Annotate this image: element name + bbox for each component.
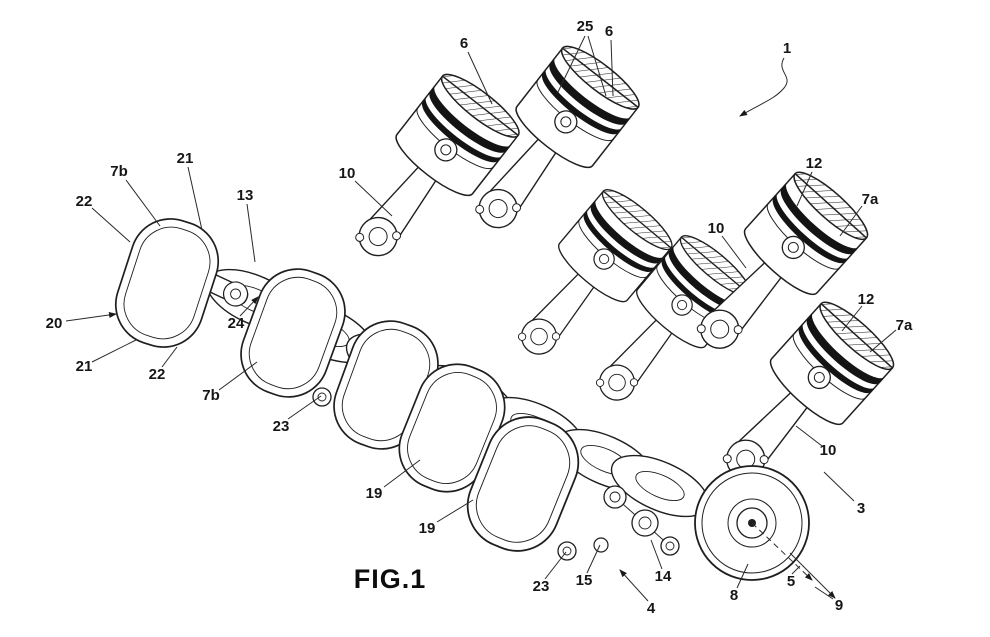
ref-label-22-upper: 22 [76, 193, 93, 210]
leader-10-right [721, 235, 747, 269]
leader-23-left [287, 395, 322, 420]
ref-label-21-upper: 21 [177, 150, 194, 167]
leader-1-arrow [739, 57, 788, 117]
ref-label-7b-lower: 7b [202, 387, 220, 404]
stub-flange-hole [230, 288, 242, 300]
idler-hub [609, 491, 621, 503]
ref-label-23-bottom: 23 [533, 578, 550, 595]
ref-label-23-left: 23 [273, 418, 290, 435]
leader-21-lower [91, 339, 137, 363]
ref-label-12-lower: 12 [858, 291, 875, 308]
ref-label-7a-upper: 7a [862, 191, 879, 208]
leader-21-upper [187, 166, 203, 231]
leader-12-lower [841, 305, 863, 332]
ref-label-5: 5 [787, 573, 795, 590]
leader-10-bottom [795, 425, 823, 447]
counterweights [104, 207, 592, 565]
leader-22-lower [161, 346, 178, 368]
leader-25b [587, 35, 607, 97]
leader-19-upper [383, 459, 421, 488]
leader-10-upper [354, 180, 393, 217]
ref-label-21-lower: 21 [76, 358, 93, 375]
ref-label-6-left: 6 [460, 35, 468, 52]
ref-label-4: 4 [647, 600, 656, 617]
ref-label-22-lower: 22 [149, 366, 166, 383]
counterweight-1 [104, 207, 230, 359]
ref-label-14: 14 [655, 568, 672, 585]
leader-5 [791, 565, 801, 575]
ref-label-20: 20 [46, 315, 63, 332]
leader-3 [823, 471, 855, 502]
leader-25a [557, 35, 586, 93]
ref-label-10-right: 10 [708, 220, 725, 237]
leader-24-arrow [239, 296, 259, 317]
ref-label-13: 13 [237, 187, 254, 204]
leader-14 [650, 539, 663, 570]
drive-gear-hub [638, 516, 652, 530]
leader-12-upper [796, 171, 813, 207]
leader-7b-lower [218, 361, 258, 391]
ref-label-10-bottom: 10 [820, 442, 837, 459]
ref-label-12-upper: 12 [806, 155, 823, 172]
flywheel-damper [694, 465, 836, 599]
ref-label-9: 9 [835, 597, 843, 614]
flywheel-inner-ring [727, 498, 777, 548]
leader-8 [736, 563, 749, 589]
ref-label-10-upper: 10 [339, 165, 356, 182]
leader-19-lower [436, 499, 474, 523]
ref-label-25: 25 [577, 18, 594, 35]
leader-6-left [467, 51, 493, 105]
ref-label-7a-lower: 7a [896, 317, 913, 334]
leader-6-right [610, 39, 614, 97]
leader-15 [586, 544, 601, 574]
leader-4-arrow [619, 569, 649, 602]
ref-label-3: 3 [857, 500, 865, 517]
leader-13 [246, 203, 256, 263]
ref-label-15: 15 [576, 572, 593, 589]
leader-20-arrow [65, 311, 117, 322]
leader-9 [814, 586, 834, 600]
ref-label-8: 8 [730, 587, 738, 604]
reference-labels: 25 6 6 1 7b 21 22 13 10 12 7a 20 24 21 2… [46, 18, 913, 617]
ref-label-7b-upper: 7b [110, 163, 128, 180]
ref-label-1: 1 [783, 40, 791, 57]
leader-7a-lower [869, 329, 897, 353]
figure-caption: FIG.1 [354, 564, 427, 594]
leader-lines [65, 35, 897, 602]
leader-7a-upper [839, 205, 863, 237]
ref-label-19-lower: 19 [419, 520, 436, 537]
tensioner-hub [665, 541, 675, 551]
small-bearing [593, 537, 609, 553]
flywheel-ring [701, 472, 803, 574]
bearing-cap-bolt [317, 392, 327, 402]
ref-label-6-right: 6 [605, 23, 613, 40]
ref-label-24: 24 [228, 315, 245, 332]
rotation-axis-dashed [751, 522, 813, 581]
leader-7b-upper [125, 179, 161, 227]
ref-label-19-upper: 19 [366, 485, 383, 502]
leader-23-bottom [544, 551, 567, 580]
leader-22-upper [91, 207, 131, 243]
piston-top-left [327, 65, 527, 282]
axis-direction-arrow [789, 552, 836, 599]
